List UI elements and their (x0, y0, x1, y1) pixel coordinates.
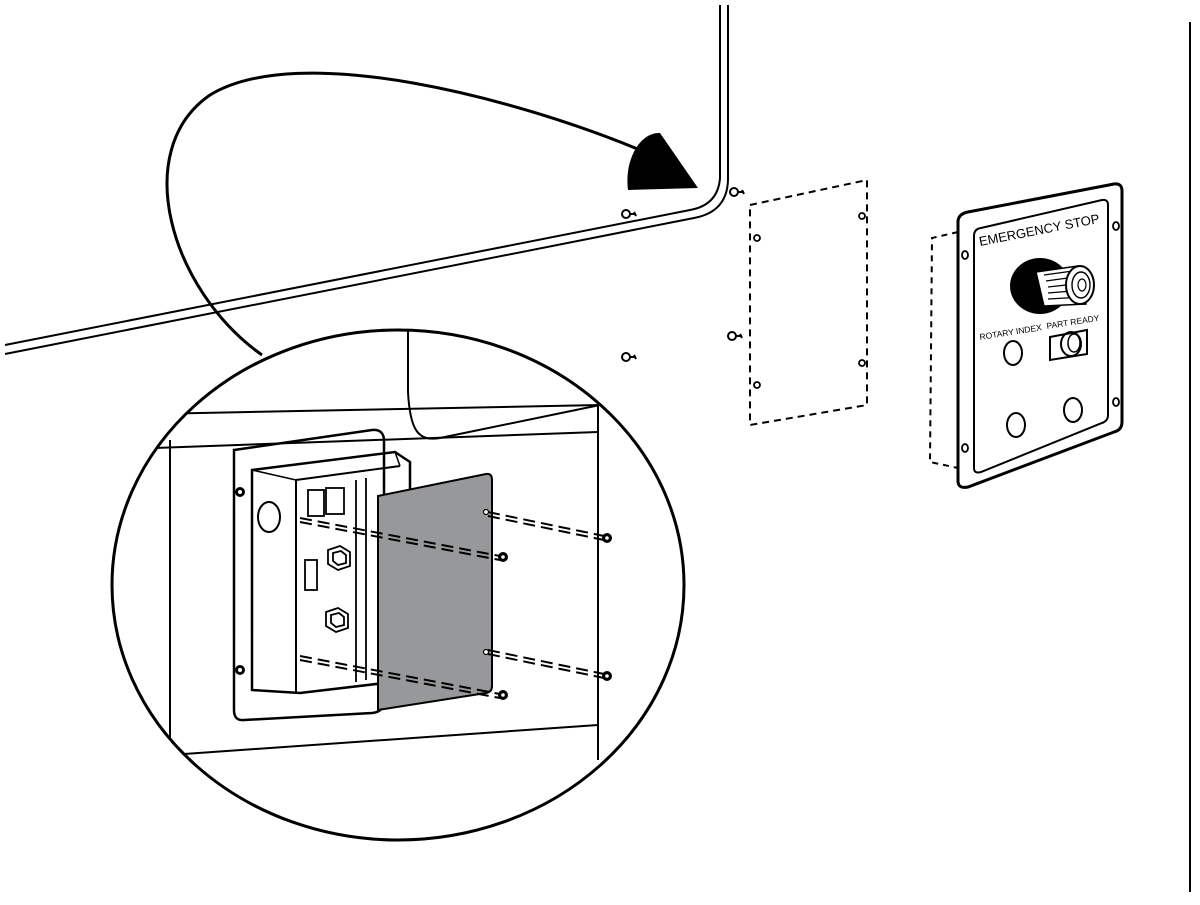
panel-title: EMERGENCY STOP (978, 211, 1101, 249)
callout-arrow-icon (165, 71, 698, 357)
cover-plate (377, 472, 493, 712)
rotary-index-light (1003, 340, 1023, 366)
detail-magnifier (110, 328, 686, 842)
part-ready-label: PART READY (1046, 313, 1101, 331)
part-ready-button (1049, 328, 1088, 362)
screw-icon (498, 533, 612, 700)
emergency-stop-panel: EMERGENCY STOP ROTARY INDEX PART READY (928, 182, 1124, 489)
rotary-index-label: ROTARY INDEX (979, 322, 1043, 342)
screw-icon (621, 187, 745, 362)
dashed-cutout (749, 178, 868, 427)
cabinet-outline (4, 5, 1191, 892)
spare-hole-right (1063, 397, 1083, 423)
emergency-stop-mushroom-button-icon (1010, 258, 1095, 314)
spare-hole-left (1006, 412, 1026, 438)
